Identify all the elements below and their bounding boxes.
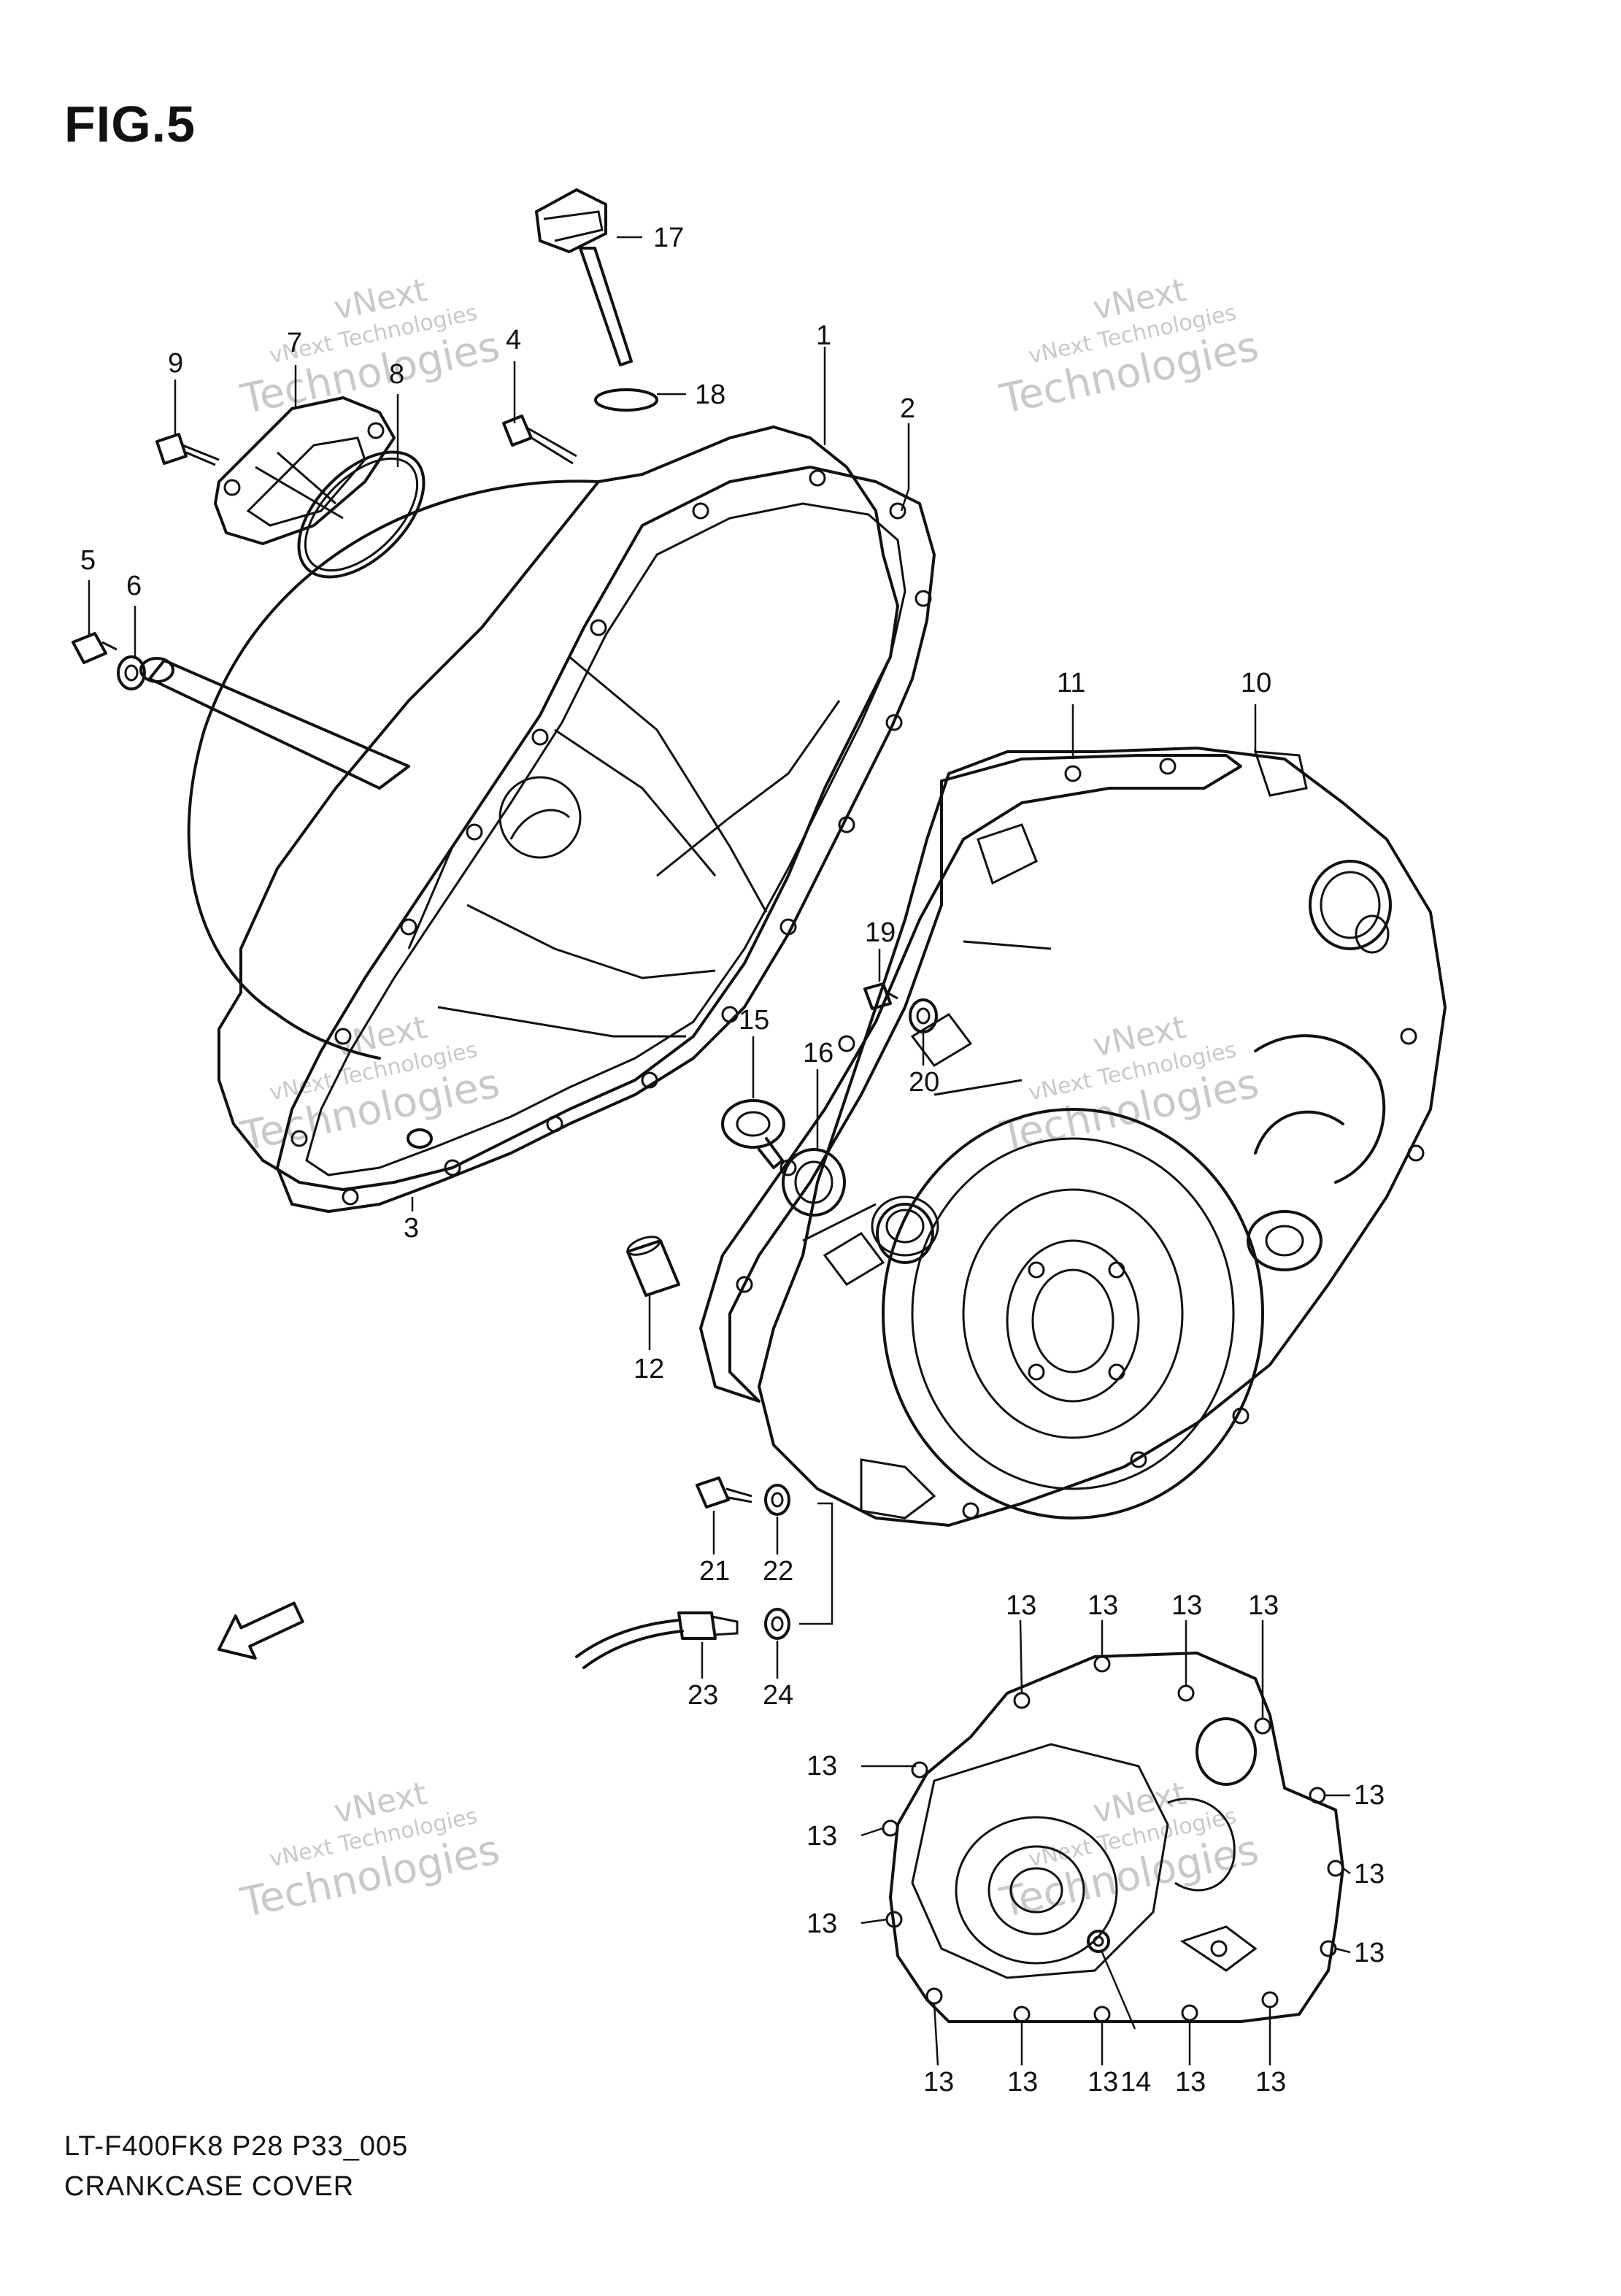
small-parts: [575, 982, 938, 1669]
left-crankcase-cover: [139, 425, 936, 1213]
callout-13: 13: [1354, 1780, 1385, 1811]
callout-13: 13: [1087, 1590, 1118, 1621]
callout-24: 24: [763, 1680, 793, 1711]
callout-18: 18: [695, 380, 725, 410]
callout-14: 14: [1120, 2067, 1151, 2097]
callout-10: 10: [1241, 668, 1271, 698]
bolt-hole-14: [1087, 1930, 1110, 1953]
callout-13: 13: [923, 2067, 954, 2097]
callout-13: 13: [1354, 1938, 1385, 1968]
callout-15: 15: [739, 1005, 769, 1036]
watermark: vNext vNext Technologies Technologies: [996, 1009, 1263, 1161]
callout-23: 23: [688, 1680, 718, 1711]
leader-lines: [88, 236, 1351, 2066]
callout-6: 6: [126, 571, 142, 601]
watermark-group: vNext vNext Technologies Technologies vN…: [236, 271, 1263, 1927]
callout-13: 13: [1171, 1590, 1202, 1621]
callout-7: 7: [287, 328, 302, 358]
diagram-name: CRANKCASE COVER: [64, 2171, 355, 2202]
callout-17: 17: [653, 223, 684, 253]
callout-3: 3: [404, 1213, 419, 1244]
callout-13: 13: [1006, 1590, 1036, 1621]
callout-13: 13: [1175, 2067, 1206, 2097]
callout-13: 13: [1007, 2067, 1038, 2097]
bolt-4: [502, 415, 577, 465]
callout-8: 8: [389, 359, 404, 390]
diagram-code: LT-F400FK8 P28 P33_005: [64, 2131, 409, 2162]
watermark: vNext vNext Technologies Technologies: [996, 1775, 1263, 1927]
drain-bolt-5: [72, 632, 146, 690]
right-crankcase-cover: [699, 747, 1447, 1527]
callout-1: 1: [816, 320, 831, 351]
callout-13: 13: [1248, 1590, 1279, 1621]
callout-labels: 1 2 3 4 5 6 7 8 9 10 11 12 17 18 19 20 1…: [80, 223, 1385, 2097]
callout-13: 13: [1255, 2067, 1286, 2097]
callout-5: 5: [80, 545, 96, 576]
callout-4: 4: [506, 325, 521, 355]
callout-16: 16: [803, 1038, 833, 1068]
figure-title: FIG.5: [64, 96, 196, 153]
callout-22: 22: [763, 1556, 793, 1587]
inspection-cap-assembly: [155, 396, 426, 579]
callout-11: 11: [1057, 668, 1085, 698]
callout-13: 13: [806, 1751, 837, 1781]
bolt-hole-set: [736, 758, 1425, 1519]
callout-20: 20: [909, 1067, 939, 1098]
callout-19: 19: [865, 917, 896, 948]
callout-13: 13: [1087, 2067, 1118, 2097]
watermark: vNext vNext Technologies Technologies: [996, 271, 1263, 424]
forward-direction-arrow: FWD: [217, 1601, 304, 1660]
callout-13: 13: [1354, 1859, 1385, 1889]
callout-12: 12: [634, 1354, 664, 1384]
callout-21: 21: [699, 1556, 730, 1587]
callout-13: 13: [806, 1908, 837, 1939]
oil-filler-cap: [535, 188, 658, 412]
watermark: vNext vNext Technologies Technologies: [236, 271, 504, 424]
callout-9: 9: [168, 348, 183, 379]
callout-2: 2: [900, 393, 915, 424]
watermark: vNext vNext Technologies Technologies: [236, 1775, 504, 1927]
bolt-hole-set: [290, 469, 932, 1206]
callout-13: 13: [806, 1821, 837, 1852]
dowel-pin-3: [407, 1128, 433, 1149]
